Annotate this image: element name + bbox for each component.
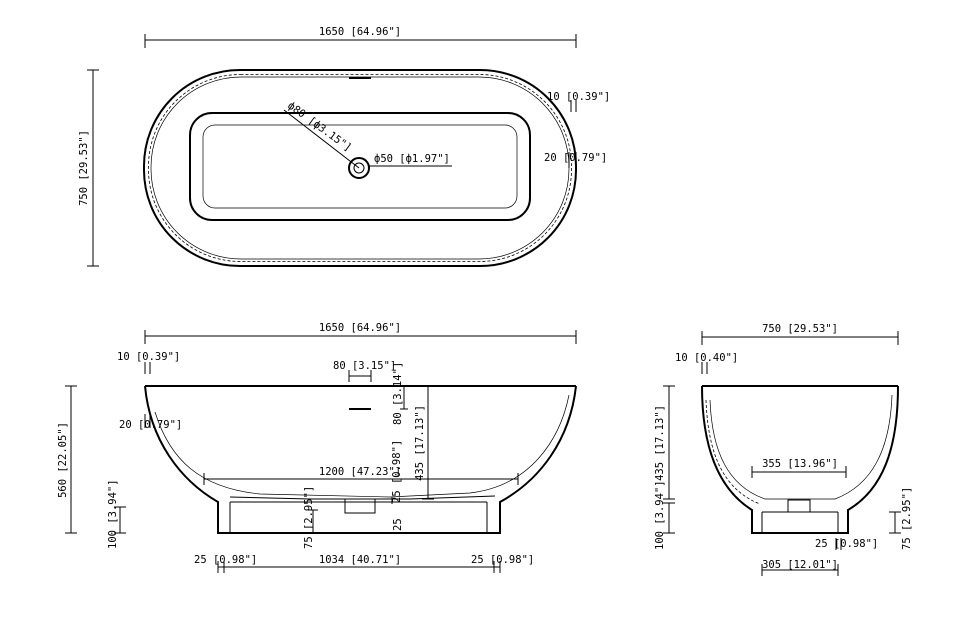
front-outer-profile [144,385,577,534]
front-overflow-width-label: 80 [3.15"] [333,360,396,372]
top-basin-outer [189,112,531,221]
front-floor-thick-dim: 25 [0.98"] [391,440,403,504]
side-inner-profile [709,394,893,500]
top-rim-dashed [148,74,572,262]
side-depth-label: 435 [17.13"] [654,405,666,481]
side-outer-profile [701,385,899,534]
front-foot-left-label: 25 [0.98"] [194,554,257,566]
top-outer-rim [143,69,577,267]
front-length-dim: 1650 [64.96"] [144,322,577,344]
front-inner-profile [154,394,570,498]
top-width-dim: 750 [29.53"] [78,69,99,267]
side-view: 750 [29.53"] 10 [0.40"] 435 [17.13"] 355… [654,323,913,576]
front-foot-right-label: 25 [0.98"] [471,554,534,566]
front-wall-label: 20 [0.79"] [119,419,182,431]
front-base-height-label: 100 [3.94"] [107,479,119,549]
front-base-inner-dim: 75 [2.95"] [303,486,318,549]
front-overflow-drop-label: 80 [3.14"] [392,362,404,425]
front-height-label: 560 [22.05"] [57,422,69,498]
front-base-floor-dim: 25 [392,518,404,531]
side-foot-label: 25 [0.98"] [815,538,878,550]
side-rim-label: 10 [0.40"] [675,352,738,364]
side-inner-dashed [705,399,761,505]
side-depth-dim: 435 [17.13"] [654,385,675,500]
top-overflow-leader: ф80 [ф3.15"] [283,100,360,169]
top-length-dim: 1650 [64.96"] [144,26,577,48]
top-basin-inner [202,124,518,209]
side-rim-dim: 10 [0.40"] [675,352,738,374]
side-base-width-label: 305 [12.01"] [762,559,838,571]
top-overflow-dia-label: ф80 [ф3.15"] [285,100,353,154]
side-base-height-dim: 100 [3.94"] [654,480,675,550]
side-base [761,511,839,533]
side-width-label: 750 [29.53"] [762,323,838,335]
side-foot-dim: 25 [0.98"] [815,538,878,550]
side-base-inner-dim: 75 [2.95"] [889,487,913,550]
side-inner-width-dim: 355 [13.96"] [751,458,847,478]
front-inner-length-dim: 1200 [47.23"] [203,466,519,485]
front-depth-dim: 435 [17.13"] [414,385,434,500]
front-rim-dim: 10 [0.39"] [117,351,180,374]
front-height-dim: 560 [22.05"] [57,385,77,534]
top-rim-inner [150,76,570,260]
top-rim-label: 10 [0.39"] [547,91,610,103]
front-base-inner-label: 75 [2.95"] [303,486,315,549]
front-base-length-dim: 25 [0.98"] 1034 [40.71"] 25 [0.98"] [194,554,534,573]
front-base [229,501,488,533]
top-view: 1650 [64.96"] 750 [29.53"] ф80 [ф3.15"] … [78,26,610,267]
top-drain-leader: ф50 [ф1.97"] [368,153,452,167]
top-wall-dim: 20 [0.79"] [544,152,607,168]
front-depth-label: 435 [17.13"] [414,405,426,481]
front-base-height-dim: 100 [3.94"] [107,479,126,549]
top-length-label: 1650 [64.96"] [319,26,401,38]
front-drain-fitting [344,498,376,514]
front-inner-length-label: 1200 [47.23"] [319,466,401,478]
side-inner-width-label: 355 [13.96"] [762,458,838,470]
side-base-width-dim: 305 [12.01"] [761,559,839,576]
front-overflow-drop-dim: 80 [3.14"] [392,362,408,425]
front-overflow-width-dim: 80 [3.15"] [333,360,396,382]
drain-icon [348,157,370,179]
top-wall-label: 20 [0.79"] [544,152,607,164]
front-wall-dim: 20 [0.79"] [119,414,182,431]
front-length-label: 1650 [64.96"] [319,322,401,334]
top-rim-dim: 10 [0.39"] [547,91,610,112]
front-base-length-label: 1034 [40.71"] [319,554,401,566]
side-drain-fitting [787,499,811,513]
front-base-floor-label: 25 [392,518,404,531]
front-view: 1650 [64.96"] 10 [0.39"] 80 [3.15"] 80 [… [57,322,577,573]
side-base-height-label: 100 [3.94"] [654,480,666,550]
side-base-inner-label: 75 [2.95"] [901,487,913,550]
front-floor-thick-label: 25 [0.98"] [391,440,403,503]
top-drain-dia-label: ф50 [ф1.97"] [374,153,450,165]
top-width-label: 750 [29.53"] [78,130,90,206]
side-width-dim: 750 [29.53"] [701,323,899,345]
front-rim-label: 10 [0.39"] [117,351,180,363]
